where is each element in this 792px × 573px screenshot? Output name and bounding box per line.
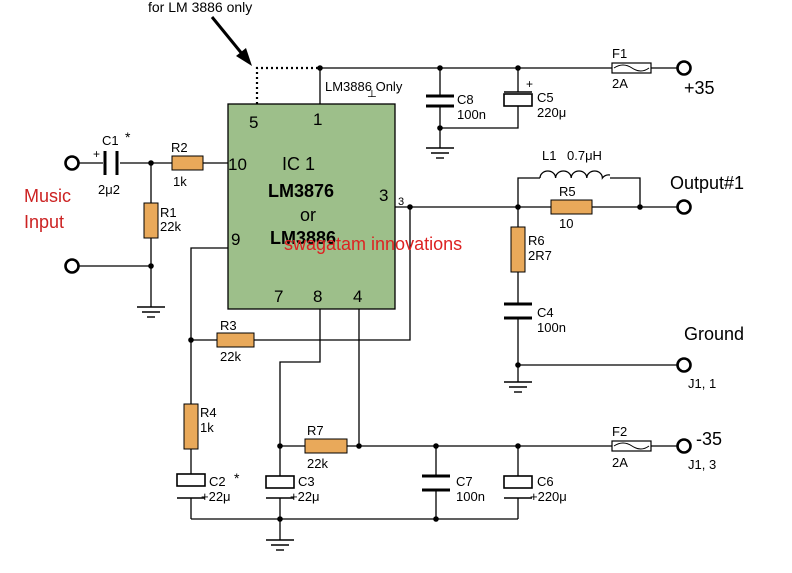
r3-value: 22k [220, 349, 241, 364]
f2-fuse [611, 440, 652, 452]
c6-name: C6 [537, 474, 554, 489]
r4-name: R4 [200, 405, 217, 420]
f2-value: 2A [612, 455, 628, 470]
ic-or: or [300, 205, 316, 225]
pin-7: 7 [274, 287, 283, 306]
c4-capacitor [504, 302, 532, 320]
c5-value: 220μ [537, 105, 566, 120]
r1-value: 22k [160, 219, 181, 234]
pin-8: 8 [313, 287, 322, 306]
r5-value: 10 [559, 216, 573, 231]
c2-value: +22μ [201, 489, 231, 504]
pin-1: 1 [313, 110, 322, 129]
output-terminal [676, 199, 692, 215]
f1-fuse [611, 62, 652, 74]
ground-symbol [504, 381, 532, 393]
c2-name: C2 [209, 474, 226, 489]
c1-capacitor [103, 151, 119, 175]
c2-capacitor [176, 473, 206, 499]
ic-part2: LM3886 [270, 228, 336, 248]
ground-symbol [266, 539, 294, 551]
vneg-terminal [676, 438, 692, 454]
r2-value: 1k [173, 174, 187, 189]
c5-capacitor [503, 91, 533, 107]
r1-resistor [143, 202, 159, 239]
ground-jack-label: J1, 1 [688, 376, 716, 391]
r5-resistor [550, 199, 593, 215]
watermark: swagatam innovations [284, 234, 462, 254]
vneg-jack-label: J1, 3 [688, 457, 716, 472]
c3-value: +22μ [290, 489, 320, 504]
vpos-label: +35 [684, 78, 715, 98]
pin-3: 3 [379, 186, 388, 205]
r4-value: 1k [200, 420, 214, 435]
dotted-link-label: LM3886 Only [325, 79, 403, 94]
r5-name: R5 [559, 184, 576, 199]
pin-10: 10 [228, 155, 247, 174]
ground-label: Ground [684, 324, 744, 344]
c7-name: C7 [456, 474, 473, 489]
c5-plus: + [526, 77, 533, 91]
pin-5: 5 [249, 113, 258, 132]
r6-name: R6 [528, 233, 545, 248]
input-ground-terminal [64, 258, 80, 274]
f1-name: F1 [612, 46, 627, 61]
input-terminal [64, 155, 80, 171]
c5-name: C5 [537, 90, 554, 105]
r1-name: R1 [160, 205, 177, 220]
c6-capacitor [503, 475, 533, 499]
r6-value: 2R7 [528, 248, 552, 263]
r4-resistor [183, 403, 199, 450]
c1-star: * [125, 129, 131, 145]
c6-value: +220μ [530, 489, 567, 504]
l1-value: 0.7μH [567, 148, 602, 163]
f1-value: 2A [612, 76, 628, 91]
r7-name: R7 [307, 423, 324, 438]
vneg-label: -35 [696, 429, 722, 449]
pin1-mark: ┴ [367, 89, 376, 103]
c4-value: 100n [537, 320, 566, 335]
c2-star: * [234, 470, 240, 486]
output-label: Output#1 [670, 173, 744, 193]
music-input-label-2: Input [24, 212, 64, 232]
c8-value: 100n [457, 107, 486, 122]
c1-name: C1 [102, 133, 119, 148]
wires [79, 16, 677, 540]
c3-name: C3 [298, 474, 315, 489]
c1-plus: + [93, 147, 100, 161]
vpos-terminal [676, 60, 692, 76]
r7-value: 22k [307, 456, 328, 471]
r6-resistor [510, 226, 526, 273]
ic-designator: IC 1 [282, 154, 315, 174]
c7-capacitor [422, 474, 450, 492]
pin-4: 4 [353, 287, 362, 306]
c4-name: C4 [537, 305, 554, 320]
ground-symbol [426, 147, 454, 159]
pin-3-out: 3 [398, 196, 404, 208]
f2-name: F2 [612, 424, 627, 439]
r7-resistor [304, 438, 348, 454]
c1-value: 2μ2 [98, 182, 120, 197]
ground-terminal [676, 357, 692, 373]
r2-resistor [171, 155, 204, 171]
l1-name: L1 [542, 148, 556, 163]
c8-capacitor [426, 94, 454, 108]
l1-inductor [539, 170, 611, 180]
c8-name: C8 [457, 92, 474, 107]
annotation-note: for LM 3886 only [148, 0, 252, 15]
r2-name: R2 [171, 140, 188, 155]
ground-symbol [137, 306, 165, 318]
c3-capacitor [265, 475, 295, 499]
ic-part1: LM3876 [268, 181, 334, 201]
r3-resistor [216, 332, 255, 348]
r3-name: R3 [220, 318, 237, 333]
junction-dots [148, 65, 643, 522]
ic-body [227, 103, 396, 310]
music-input-label: Music [24, 186, 71, 206]
c7-value: 100n [456, 489, 485, 504]
pin-9: 9 [231, 230, 240, 249]
